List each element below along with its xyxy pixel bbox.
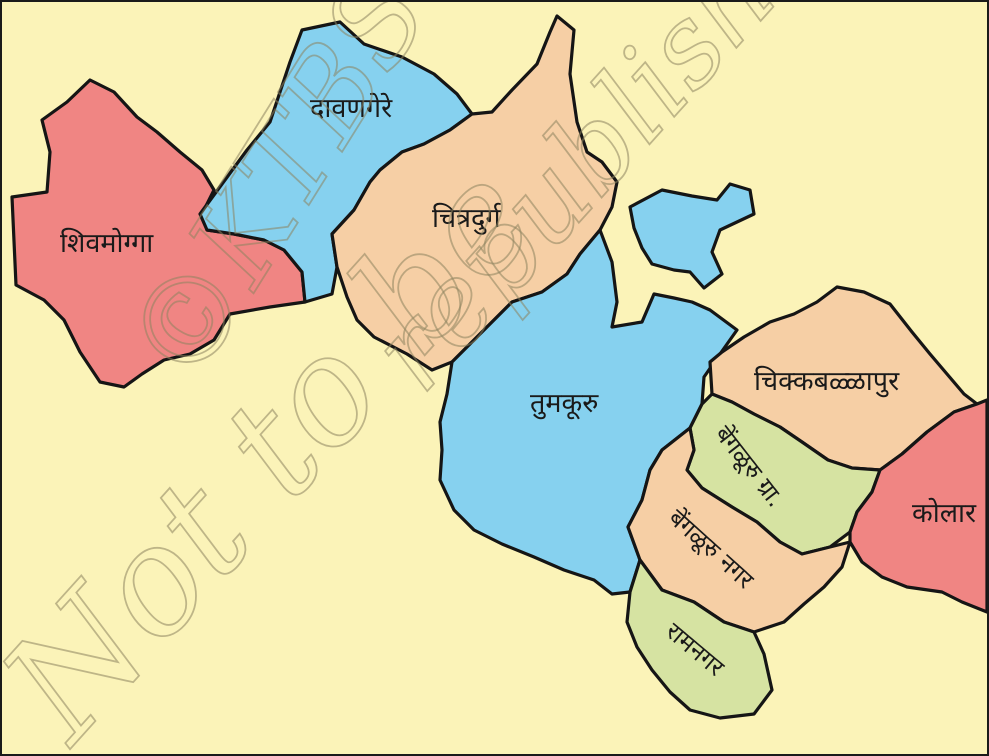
district-ramanagara[interactable] — [625, 558, 774, 720]
district-tumakuru-exclave[interactable] — [628, 182, 756, 290]
label-davanagere: दावणगेरे — [310, 92, 393, 124]
district-bengaluru-urban[interactable] — [626, 426, 852, 634]
label-chitradurga: चित्रदुर्ग — [432, 202, 502, 235]
label-shivamogga: शिवमोग्गा — [60, 227, 154, 259]
district-kolar[interactable] — [848, 398, 987, 614]
label-kolar: कोलार — [912, 497, 977, 529]
district-chitradurga[interactable] — [330, 14, 619, 372]
label-tumakuru: तुमकूरु — [530, 388, 599, 420]
label-chikkaballapur: चिक्कबळ्ळापुर — [754, 365, 900, 398]
